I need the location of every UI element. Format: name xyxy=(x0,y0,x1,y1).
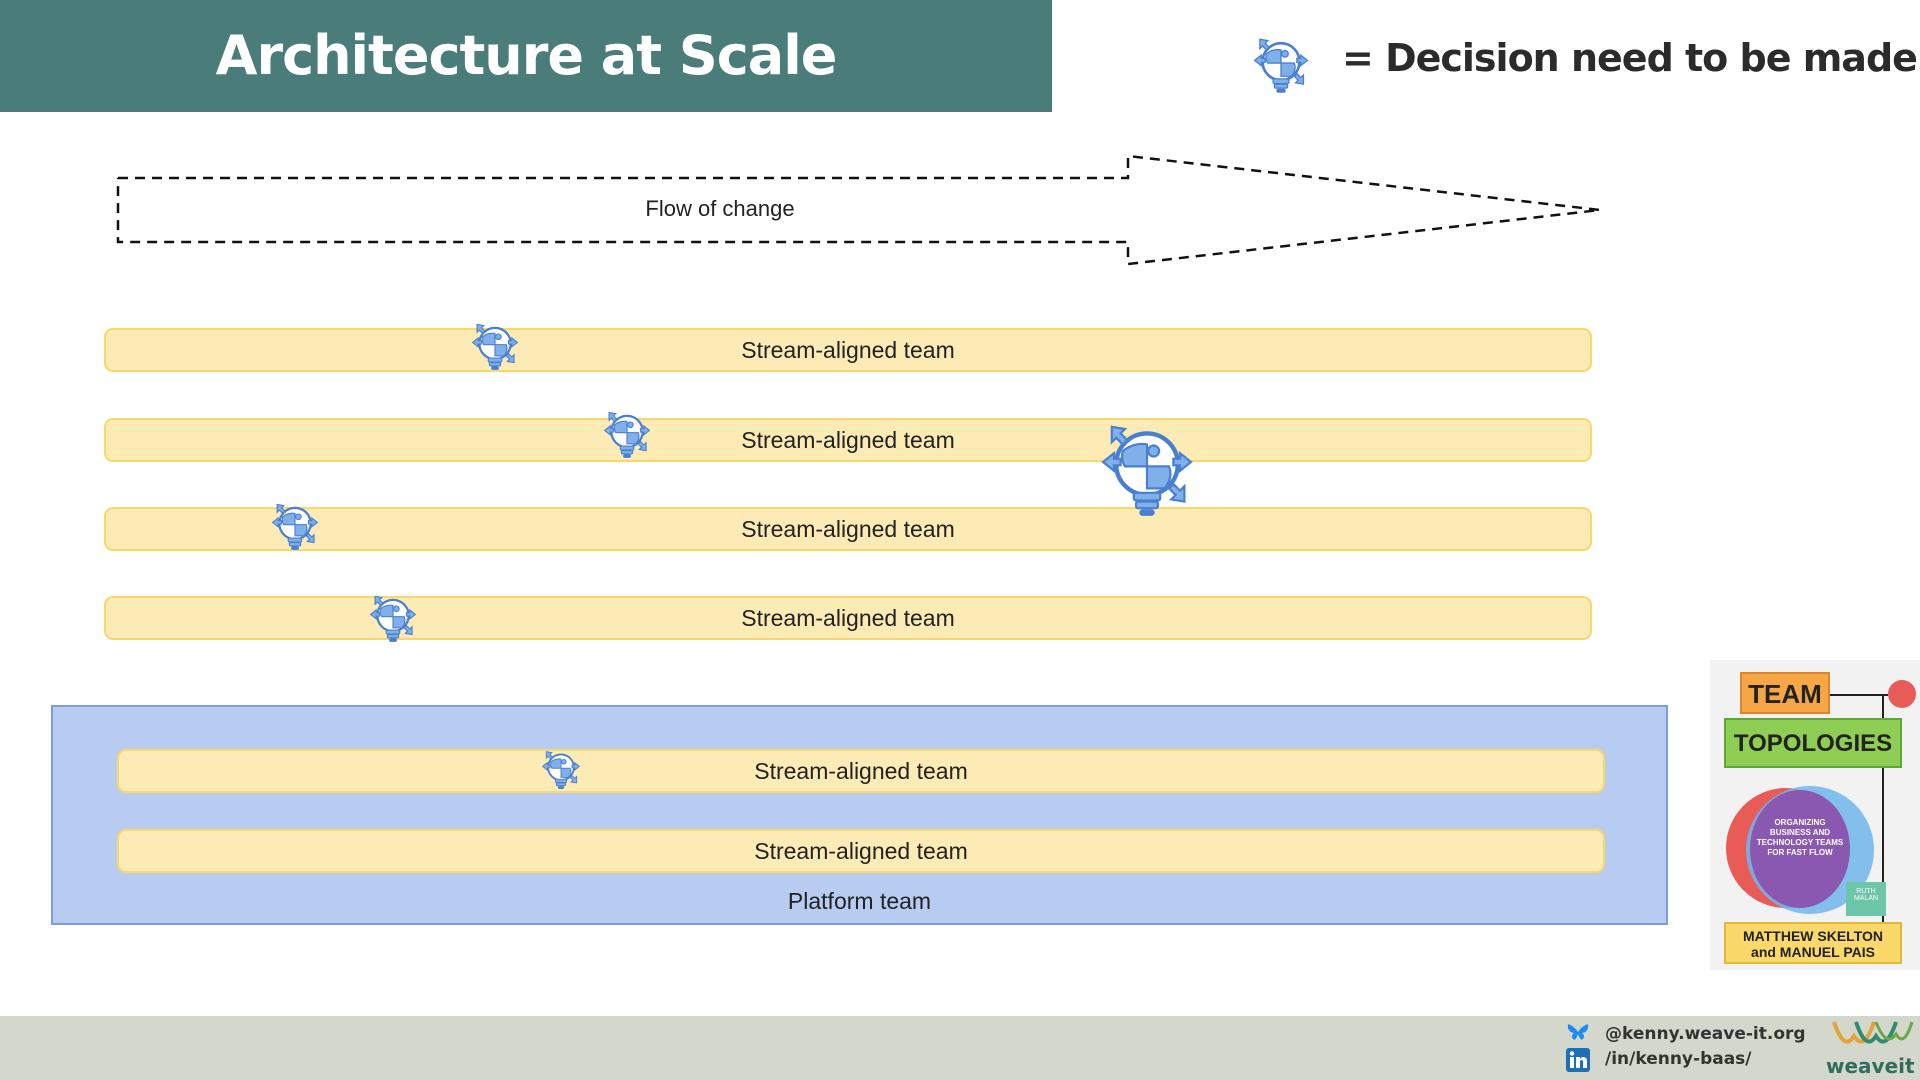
bluesky-handle[interactable]: @kenny.weave-it.org xyxy=(1605,1024,1806,1044)
flow-label: Flow of change xyxy=(645,196,795,221)
flow-arrow xyxy=(116,154,1601,266)
book-red-dot xyxy=(1888,680,1916,708)
footer-bar xyxy=(0,1016,1920,1080)
team-label: Stream-aligned team xyxy=(741,427,955,453)
book-author-1: MATTHEW SKELTON xyxy=(1743,928,1883,944)
platform-team-box xyxy=(51,705,1668,925)
team-bar xyxy=(117,749,1605,793)
team-label: Stream-aligned team xyxy=(754,758,968,784)
book-decor-line xyxy=(1882,694,1884,954)
title-banner xyxy=(0,0,1052,112)
book-circle-purple xyxy=(1750,790,1850,908)
bluesky-icon xyxy=(1567,1024,1589,1040)
weaveit-brand: weaveit xyxy=(1826,1054,1915,1078)
team-label: Stream-aligned team xyxy=(741,605,955,631)
decision-lightbulb-puzzle-icon xyxy=(264,500,326,556)
decision-lightbulb-puzzle-icon xyxy=(536,748,586,794)
book-foreword: RUTH MALAN xyxy=(1846,882,1886,916)
team-label: Stream-aligned team xyxy=(741,516,955,542)
platform-label: Platform team xyxy=(787,888,932,914)
team-bar xyxy=(104,507,1592,551)
team-bar xyxy=(104,596,1592,640)
team-bar xyxy=(104,418,1592,462)
slide-title: Architecture at Scale xyxy=(215,24,838,87)
team-label: Stream-aligned team xyxy=(741,337,955,363)
decision-lightbulb-puzzle-icon xyxy=(1248,34,1314,100)
decision-lightbulb-puzzle-icon xyxy=(1086,418,1208,528)
team-bar xyxy=(117,829,1605,873)
decision-lightbulb-puzzle-icon xyxy=(362,592,424,648)
team-label: Stream-aligned team xyxy=(754,838,968,864)
decision-lightbulb-puzzle-icon xyxy=(596,408,658,464)
book-cover-team-topologies: TEAM TOPOLOGIES ORGANIZING BUSINESS AND … xyxy=(1710,660,1920,970)
book-authors: MATTHEW SKELTON and MANUEL PAIS xyxy=(1724,922,1902,964)
book-decor-line xyxy=(1830,694,1888,696)
book-subtitle: ORGANIZING BUSINESS AND TECHNOLOGY TEAMS… xyxy=(1756,818,1844,857)
linkedin-handle[interactable]: /in/kenny-baas/ xyxy=(1605,1049,1752,1069)
book-title-team: TEAM xyxy=(1740,672,1830,714)
weaveit-logo-icon xyxy=(1832,1021,1914,1044)
decision-lightbulb-puzzle-icon xyxy=(464,320,526,376)
book-author-2: and MANUEL PAIS xyxy=(1751,944,1875,960)
team-bar xyxy=(104,328,1592,372)
legend-text: = Decision need to be made xyxy=(1342,36,1918,80)
linkedin-icon xyxy=(1566,1048,1590,1072)
book-title-topologies: TOPOLOGIES xyxy=(1724,718,1902,768)
